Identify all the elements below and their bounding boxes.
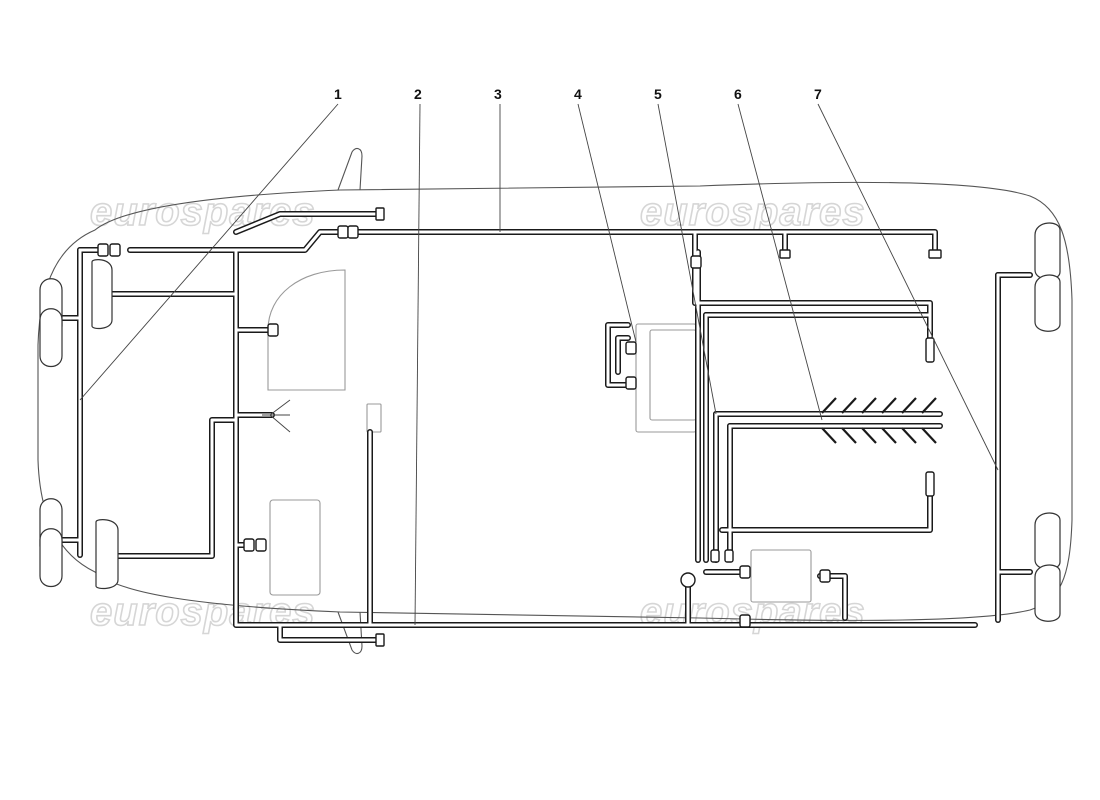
callout-3: 3 [494, 86, 502, 102]
switch-module [366, 403, 382, 433]
ecu-box-inner [649, 329, 697, 421]
front-lamps [39, 259, 119, 590]
callout-2: 2 [414, 86, 422, 102]
wiring-harness [59, 211, 1033, 643]
callout-1: 1 [334, 86, 342, 102]
watermark-top-right: eurospares [640, 190, 866, 234]
callout-4: 4 [574, 86, 582, 102]
left-mirror [337, 147, 363, 191]
callout-6: 6 [734, 86, 742, 102]
rear-lamps [1034, 222, 1061, 622]
right-mirror [337, 611, 363, 655]
callout-5: 5 [654, 86, 662, 102]
control-unit-box [750, 549, 812, 603]
dashboard-panel [267, 269, 346, 391]
leader-lines [79, 103, 999, 626]
antenna-fork [262, 399, 291, 433]
center-panel [269, 499, 321, 596]
callout-7: 7 [814, 86, 822, 102]
callouts: 1 2 3 4 5 6 7 [334, 86, 822, 102]
connectors [97, 207, 942, 647]
rear-element-fishbone [821, 397, 937, 444]
